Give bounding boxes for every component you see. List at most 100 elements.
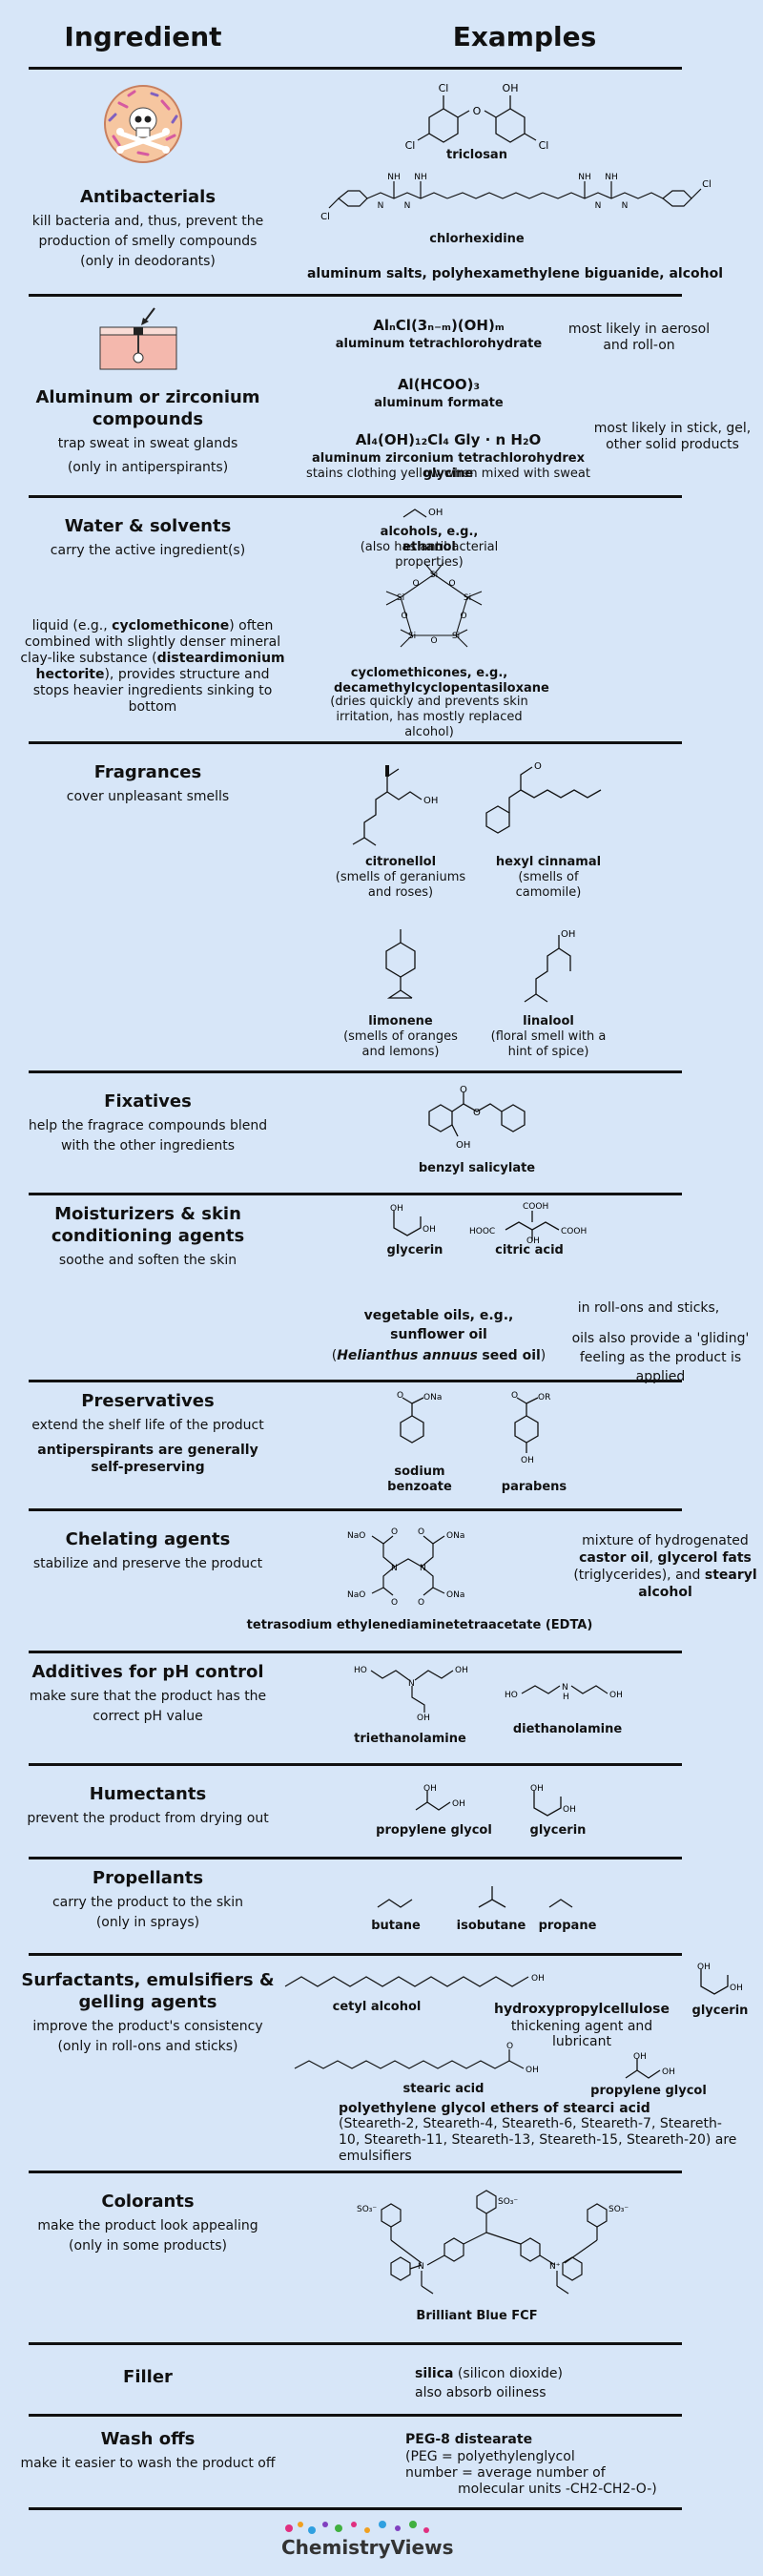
example-note: (floral smell with a hint of spice) (490, 1029, 607, 1059)
svg-text:Cl: Cl (320, 212, 330, 222)
ethanol-structure: OH (402, 508, 443, 518)
example-label: benzyl salicylate (418, 1161, 536, 1175)
example-label: Brilliant Blue FCF (416, 2309, 538, 2323)
svg-text:ONa: ONa (446, 1590, 464, 1600)
svg-text:Si: Si (430, 571, 438, 580)
svg-text:Cl: Cl (405, 139, 416, 152)
section-description: kill bacteria and, thus, prevent the pro… (31, 214, 264, 249)
water-side-note: liquid (e.g., cyclomethicone) often comb… (20, 618, 285, 715)
section-water: Water & solvents carry the active ingred… (0, 498, 763, 741)
glycerin-structure: OH OH (530, 1784, 576, 1817)
svg-text:OH: OH (730, 1984, 743, 1993)
svg-text:NaO: NaO (347, 1531, 365, 1541)
svg-text:N: N (562, 1683, 568, 1693)
example-label: cyclomethicones, e.g., decamethylcyclope… (334, 666, 549, 696)
svg-text:OH: OH (423, 1784, 437, 1794)
side-note: oils also provide a 'gliding' feeling as… (571, 1331, 750, 1384)
glycerin-structure: OH OH (697, 1963, 743, 1995)
limonene-structure (385, 929, 416, 999)
svg-text:OH: OH (423, 796, 438, 806)
example-label: triethanolamine (354, 1732, 466, 1746)
section-title: Humectants (89, 1784, 207, 1804)
example-label: isobutane (456, 1919, 526, 1933)
logo-text: ChemistryViews (281, 2536, 454, 2559)
svg-text:OH: OH (633, 2052, 647, 2062)
stearic-acid-structure: O OH (294, 2042, 539, 2075)
example-note: thickening agent and lubricant (510, 2019, 653, 2049)
svg-text:Si: Si (452, 632, 460, 641)
section-description: help the fragrace compounds blend with t… (28, 1118, 268, 1153)
section-description: soothe and soften the skin (58, 1253, 237, 1268)
example-note: (also has antibacterial properties) (360, 540, 499, 570)
section-preservatives: Preservatives extend the shelf life of t… (0, 1382, 763, 1508)
section-description: make sure that the product has the corre… (29, 1689, 267, 1724)
svg-text:O: O (460, 1085, 467, 1095)
example-label: stearic acid (402, 2082, 485, 2096)
svg-text:N: N (408, 1679, 415, 1689)
propylene-glycol-structure: OH OH (625, 2052, 675, 2079)
svg-text:HO: HO (354, 1666, 367, 1675)
divider (29, 1953, 682, 1956)
svg-text:O: O (511, 1391, 518, 1401)
svg-text:NH: NH (387, 173, 401, 182)
svg-text:SO₃⁻: SO₃⁻ (357, 2205, 377, 2214)
svg-text:N: N (418, 2262, 424, 2272)
svg-text:OH: OH (390, 1204, 403, 1214)
example-label: aluminum formate (374, 396, 504, 410)
svg-text:O: O (391, 1598, 398, 1608)
section-note: (only in antiperspirants) (67, 460, 229, 475)
example-note: molecular units -CH2-CH2-O-) (458, 2482, 657, 2497)
section-washoffs: Wash offs make it easier to wash the pro… (0, 2417, 763, 2507)
section-title: Chelating agents (65, 1529, 231, 1549)
example-label: aluminum salts, polyhexamethylene biguan… (306, 266, 724, 281)
example-label: cetyl alcohol (332, 2000, 422, 2014)
section-title: Fragrances (93, 762, 202, 782)
divider (29, 495, 682, 498)
divider (29, 741, 682, 744)
triclosan-structure: O Cl OH Cl Cl (405, 82, 549, 152)
divider (29, 2507, 682, 2510)
example-label: diethanolamine (512, 1722, 623, 1736)
section-note: (only in sprays) (95, 1915, 200, 1930)
diethanolamine-structure: HO N H OH (505, 1683, 623, 1702)
bacteria-skull-icon (104, 85, 182, 163)
divider (29, 1651, 682, 1653)
svg-text:O: O (473, 1108, 481, 1118)
divider (29, 1763, 682, 1766)
example-label: parabens (501, 1480, 567, 1494)
divider (29, 1070, 682, 1073)
svg-text:OH: OH (530, 1784, 544, 1794)
isobutane-structure (478, 1886, 506, 1908)
logo-dots-icon (285, 2521, 429, 2534)
hexyl-cinnamal-structure: O (485, 761, 602, 834)
svg-text:OH: OH (563, 1805, 576, 1815)
section-title: Fixatives (104, 1091, 192, 1111)
citronellol-structure: OH (352, 765, 438, 846)
section-title: Additives for pH control (31, 1662, 264, 1682)
divider (29, 294, 682, 297)
svg-text:ONa: ONa (446, 1531, 464, 1541)
svg-text:OH: OH (428, 508, 443, 518)
section-description: improve the product's consistency (32, 2019, 263, 2034)
divider (29, 1508, 682, 1511)
svg-text:OH: OH (526, 2066, 539, 2075)
example-note: (PEG = polyethylenglycol (405, 2449, 575, 2464)
example-label: PEG-8 distearate (405, 2432, 533, 2447)
svg-text:Cl: Cl (439, 82, 449, 94)
section-description: stabilize and preserve the product (32, 1556, 263, 1571)
svg-text:O: O (412, 579, 419, 589)
divider (29, 1193, 682, 1195)
propylene-glycol-structure: OH OH (415, 1784, 465, 1811)
example-note: (smells of geraniums and roses) (335, 870, 466, 900)
svg-text:O: O (460, 612, 466, 621)
example-label: hexyl cinnamal (495, 855, 602, 869)
example-label: propylene glycol (376, 1823, 492, 1838)
svg-text:OH: OH (503, 82, 519, 94)
example-label: linalool (523, 1014, 574, 1028)
example-latin: (Helianthus annuus seed oil) (331, 1348, 546, 1363)
section-description: cover unpleasant smells (66, 789, 230, 804)
example-label: propylene glycol (590, 2084, 707, 2098)
svg-text:N: N (391, 1564, 398, 1573)
svg-text:COOH: COOH (523, 1202, 548, 1212)
svg-text:OH: OH (455, 1666, 468, 1675)
